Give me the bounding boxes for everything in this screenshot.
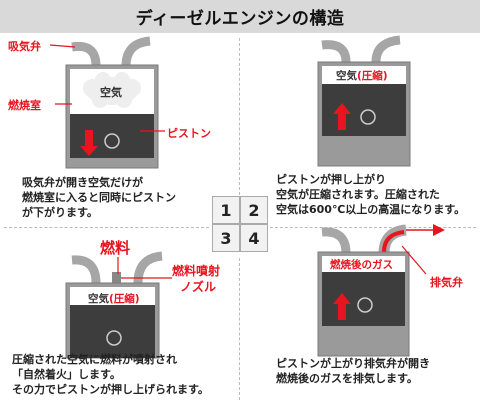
panel2-description-line: 空気が圧縮されます。圧縮された [276,188,440,201]
intake-valve-label: 吸気弁 [8,40,41,53]
panel1-description-line: が下がります。 [22,206,98,219]
panel2-crank-pin [360,109,376,125]
panel2-description: ピストンが押し上がり 空気が圧縮されます。圧縮された 空気は600℃以上の高温に… [276,172,465,217]
divider-horizontal-right [270,227,476,229]
panel1-description-line: 燃焼室に入ると同時にピストン [22,191,176,204]
panel4-leader-exhaust-valve [401,245,427,275]
panel3-compressed-air-label: 空気(圧縮) [88,291,140,306]
panel3-compression-text: (圧縮) [109,293,140,305]
step-number-3: 3 [212,224,240,252]
title-bar: ディーゼルエンジンの構造 [0,0,480,33]
panel3-description-line: その力でピストンが押し上げられます。 [12,383,209,396]
panel1-down-arrow [80,130,98,156]
panel1-air-cloud [83,72,141,108]
divider-horizontal-left [4,227,209,229]
panel2-intake-pipe [321,40,351,63]
panel3-injector [112,272,121,285]
panel1-intake-pipe [71,41,101,67]
step-number-1: 1 [212,196,240,224]
panel2-description-line: ピストンが押し上がり [276,173,386,186]
panel1-description-line: 吸気弁が開き空気だけが [22,176,143,189]
panel2-description-line: 空気は600℃以上の高温になります。 [276,203,466,216]
panel4-crank-pin [357,297,373,313]
combustion-gas-label: 燃焼後のガス [330,259,393,271]
panel4-chamber [322,256,405,272]
panel1-exhaust-pipe [121,36,151,67]
panel3-crank-pin [106,330,122,346]
step-number-4: 4 [240,224,268,252]
divider-vertical-top [239,38,241,195]
panel2-engine [317,35,411,167]
panel3-exhaust-pipe [133,251,163,284]
panel1-leader-intake [49,44,76,48]
panel2-up-arrow [333,103,351,130]
panel4-intake-pipe [321,227,351,254]
panel4-exhaust-flow [382,230,405,253]
panel4-description: ピストンが上がり排気弁が開き 燃焼後のガスを排気します。 [276,356,430,386]
panel3-engine [65,251,172,359]
panel3-intake-pipe [71,255,101,284]
panel4-description-line: 燃焼後のガスを排気します。 [276,372,418,385]
panel3-chamber [70,287,155,305]
injection-nozzle-label-line1: 燃料噴射 [172,264,221,278]
panel4-up-arrow [333,293,351,320]
panel3-air-text: 空気 [88,293,109,305]
panel3-description: 圧縮された空気に燃料が噴射され 「自然着火」します。 その力でピストンが押し上げ… [12,352,209,397]
exhaust-valve-label: 排気弁 [430,276,463,289]
panel1-air-label: 空気 [100,86,122,99]
panel2-compression-text: (圧縮) [357,70,388,82]
piston-label: ピストン [167,127,211,140]
panel1-engine [49,36,165,169]
fuel-label: 燃料 [100,239,131,257]
panel2-exhaust-pipe [371,35,401,63]
combustion-chamber-label: 燃焼室 [8,99,41,112]
diagram-title: ディーゼルエンジンの構造 [135,9,345,29]
panel3-description-line: 「自然着火」します。 [12,368,121,381]
panel1-description: 吸気弁が開き空気だけが 燃焼室に入ると同時にピストン が下がります。 [22,175,176,220]
panel1-crank-pin [104,133,120,149]
panel4-description-line: ピストンが上がり排気弁が開き [276,357,430,370]
panel2-piston [322,84,406,136]
panel2-compressed-air-label: 空気(圧縮) [336,68,388,83]
injection-nozzle-label-line2: ノズル [180,280,217,294]
panel3-description-line: 圧縮された空気に燃料が噴射され [12,353,177,366]
panel2-air-text: 空気 [336,70,357,82]
divider-vertical-bottom [239,258,241,400]
panel2-chamber [322,66,406,84]
step-number-2: 2 [240,196,268,224]
panel4-engine [317,224,445,357]
